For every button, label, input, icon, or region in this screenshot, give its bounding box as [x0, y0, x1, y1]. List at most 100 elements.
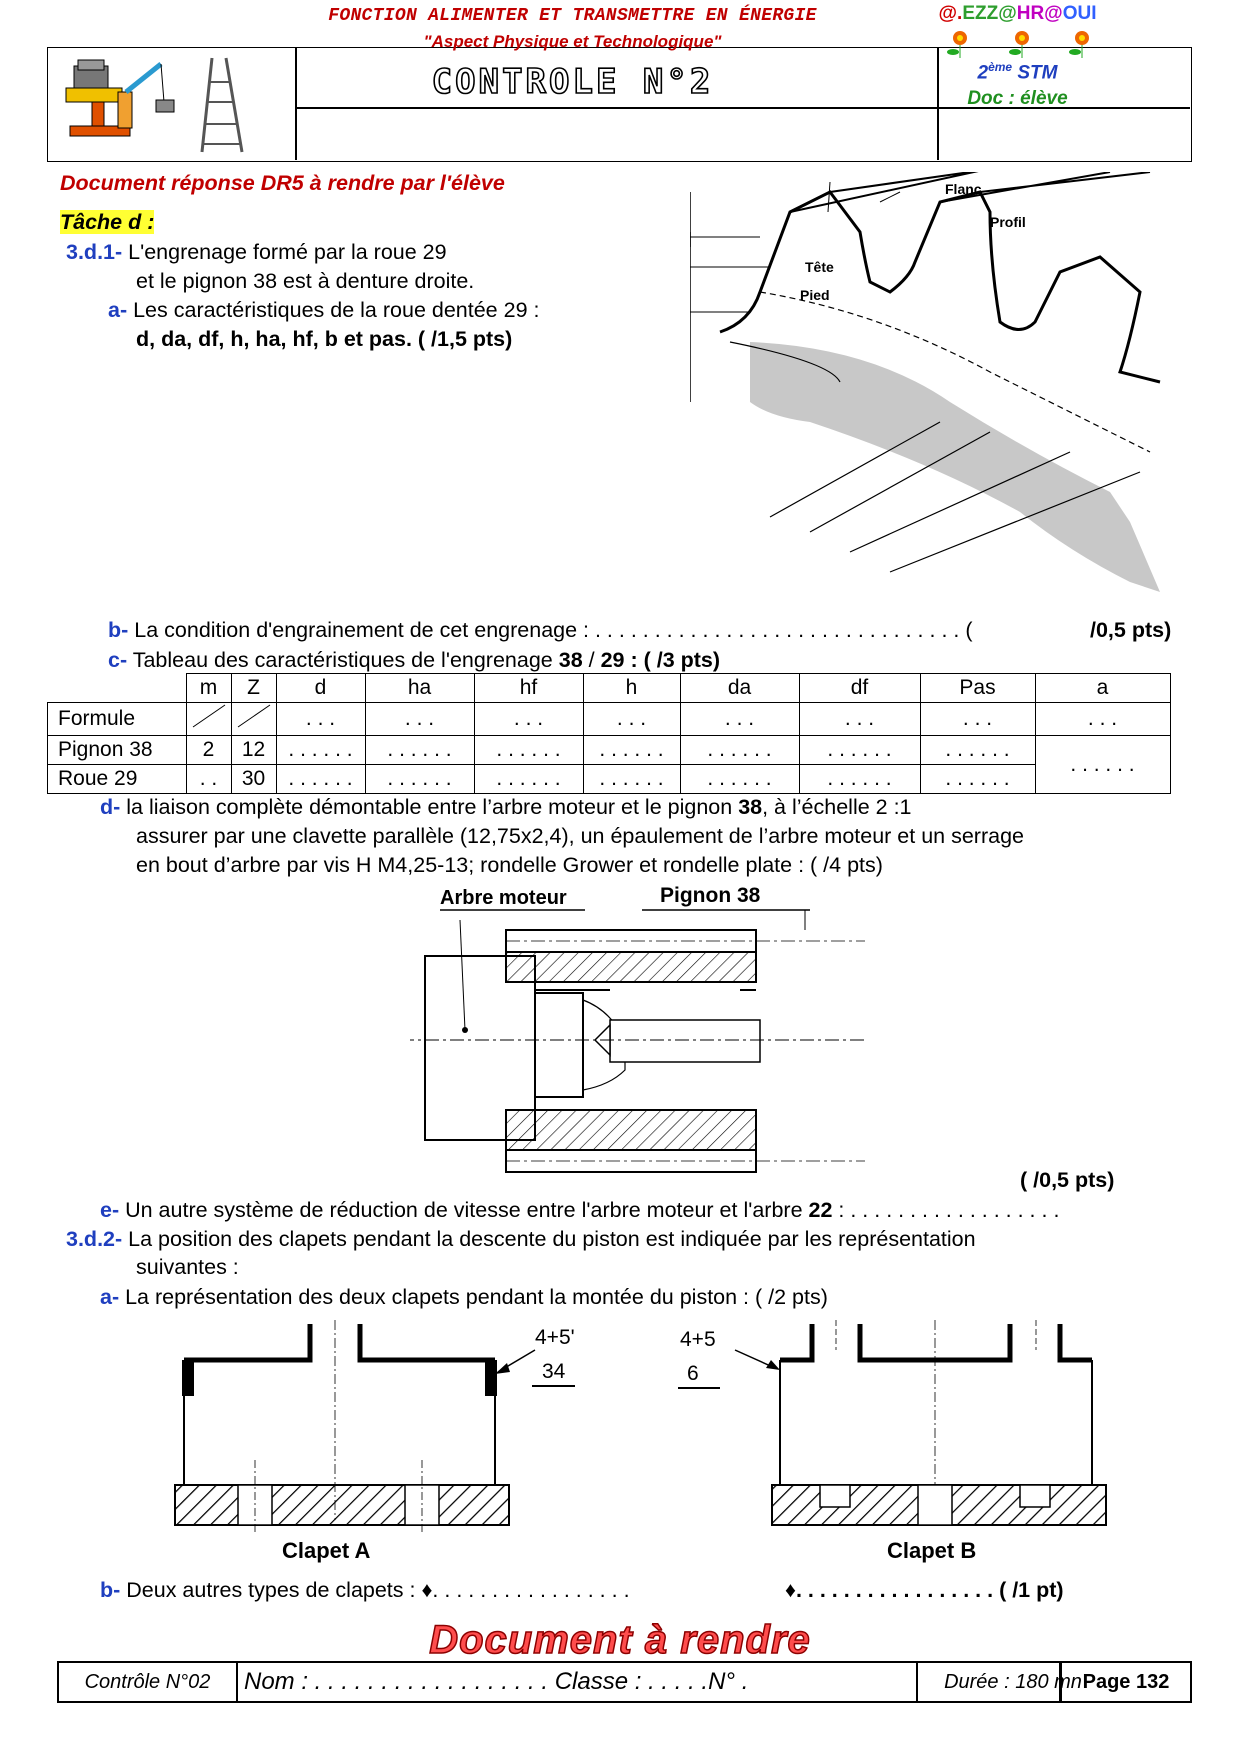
q3d1-text: L'engrenage formé par la roue 29: [122, 240, 447, 264]
table-row: Pignon 38 2 12 . . . . . . . . . . . . .…: [47, 735, 1171, 794]
footer-divider: [236, 1663, 238, 1701]
table-cell: 2: [185, 735, 232, 765]
table-header: Pas: [919, 673, 1036, 703]
q-d-bold: 38: [738, 795, 763, 819]
clapet-b: [734, 1320, 1107, 1526]
footer-name-field[interactable]: Nom : . . . . . . . . . . . . . . . . . …: [244, 1668, 749, 1695]
task-label: Tâche d :: [60, 210, 155, 234]
q-c-num: c-: [108, 648, 128, 672]
table-cell-center-distance[interactable]: . . . . . .: [1034, 735, 1171, 794]
q-d-num: d-: [100, 795, 121, 819]
table-cell[interactable]: . . .: [275, 702, 366, 736]
table-cell[interactable]: . . . . . .: [473, 764, 584, 794]
table-cell[interactable]: . . . . . .: [275, 735, 366, 765]
q-a2-line: a- La représentation des deux clapets pe…: [100, 1284, 828, 1310]
q-e-line: e- Un autre système de réduction de vite…: [100, 1197, 1059, 1223]
author-part: @.: [938, 3, 963, 24]
table-cell[interactable]: . . . . . .: [919, 735, 1036, 765]
q-b-line: b- La condition d'engrainement de cet en…: [108, 617, 973, 643]
flower-icons: [947, 31, 1089, 58]
gear-label-profil: Profil: [990, 214, 1026, 230]
q-b2-line2: ♦. . . . . . . . . . . . . . . . . ( /1 …: [785, 1578, 1064, 1602]
label-arbre-moteur: Arbre moteur: [440, 887, 567, 909]
table-cell[interactable]: . . .: [798, 702, 921, 736]
table-cell: 12: [230, 735, 277, 765]
q-d-line2: assurer par une clavette parallèle (12,7…: [136, 824, 1024, 848]
q-e-num: e-: [100, 1198, 120, 1222]
doc-title: Document réponse DR5 à rendre par l'élèv…: [60, 171, 505, 195]
table-cell: 30: [230, 764, 277, 794]
q-b-pts: /0,5 pts): [1090, 618, 1172, 642]
q3d1-num: 3.d.1-: [66, 240, 123, 264]
q-a-line2: d, da, df, h, ha, hf, b et pas. ( /1,5 p…: [136, 327, 513, 351]
table-cell[interactable]: . .: [185, 764, 232, 794]
header-box: [47, 47, 1192, 162]
q-d-text: , à l’échelle 2 :1: [762, 795, 912, 819]
table-cell[interactable]: . . . . . .: [473, 735, 584, 765]
table-cell[interactable]: . . .: [679, 702, 800, 736]
header-divider: [937, 48, 939, 160]
q-c-line: c- Tableau des caractéristiques de l'eng…: [108, 647, 720, 673]
clapet-a: [174, 1320, 536, 1535]
author-name: @.EZZ@HR@OUI: [895, 3, 1140, 25]
table-cell[interactable]: . . . . . .: [275, 764, 366, 794]
table-header: Z: [230, 673, 277, 703]
table-header-row: m Z d ha hf h da df Pas a: [47, 673, 1171, 703]
label-pignon-38: Pignon 38: [660, 884, 761, 907]
table-header: da: [679, 673, 800, 703]
table-cell[interactable]: . . . . . .: [582, 764, 681, 794]
table-cell[interactable]: . . .: [919, 702, 1036, 736]
header-logo: [65, 57, 244, 153]
valves-drawing: 4+5' 34 Clapet A 4+5 6 Clapet B: [174, 1320, 1107, 1563]
level-label: 2ème STM: [895, 60, 1140, 84]
function-title: FONCTION ALIMENTER ET TRANSMETTRE EN ÉNE…: [328, 6, 817, 26]
table-header: a: [1034, 673, 1171, 703]
table-cell[interactable]: . . .: [473, 702, 584, 736]
table-cell[interactable]: . . . . . .: [798, 764, 921, 794]
level-text: STM: [1012, 62, 1058, 84]
control-title: CONTROLE N°2: [431, 61, 714, 103]
q3d2-line1: 3.d.2- La position des clapets pendant l…: [66, 1226, 976, 1252]
table-cell[interactable]: . . . . . .: [679, 735, 800, 765]
table-cell[interactable]: . . . . . .: [798, 735, 921, 765]
author-part: HR@: [1016, 3, 1063, 24]
q-a-text: Les caractéristiques de la roue dentée 2…: [127, 298, 540, 322]
doc-eleve-label: Doc : élève: [967, 88, 1068, 109]
clapet-b-label: Clapet B: [887, 1538, 976, 1563]
q-b-text: La condition d'engrainement de cet engre…: [128, 618, 973, 642]
header-divider: [295, 48, 297, 160]
q3d2-line2: suivantes :: [136, 1255, 239, 1279]
table-cell[interactable]: . . . . . .: [364, 764, 475, 794]
table-cell-slash: [230, 702, 277, 736]
table-cell[interactable]: . . . . . .: [364, 735, 475, 765]
gear-label-flanc: Flanc: [945, 181, 982, 197]
gear-label-pied: Pied: [800, 287, 830, 303]
q-b2-line: b- Deux autres types de clapets : ♦. . .…: [100, 1577, 630, 1603]
table-header: hf: [473, 673, 584, 703]
table-cell-slash: [185, 702, 232, 736]
q-d-line3: en bout d’arbre par vis H M4,25-13; rond…: [136, 853, 883, 877]
table-cell[interactable]: . . .: [1034, 702, 1171, 736]
table-cell[interactable]: . . . . . .: [679, 764, 800, 794]
table-header: m: [185, 673, 232, 703]
shaft-assembly-drawing: Arbre moteur Pignon 38: [410, 884, 865, 1173]
gear-label-tete: Tête: [805, 259, 834, 275]
q-e-text: Un autre système de réduction de vitesse…: [119, 1198, 809, 1222]
q3d2-num: 3.d.2-: [66, 1227, 123, 1251]
footer-divider: [916, 1663, 918, 1701]
table-cell[interactable]: . . .: [364, 702, 475, 736]
table-cell[interactable]: . . . . . .: [582, 735, 681, 765]
row-label: Pignon 38: [47, 735, 187, 765]
q3d1-line1: 3.d.1- L'engrenage formé par la roue 29: [66, 239, 447, 265]
table-cell[interactable]: . . .: [582, 702, 681, 736]
table-header: df: [798, 673, 921, 703]
table-corner: [47, 673, 186, 703]
row-label: Roue 29: [47, 764, 187, 794]
table-cell[interactable]: . . . . . .: [919, 764, 1036, 794]
author-part: OUI: [1062, 3, 1097, 24]
clapet-a-tag-bottom: 34: [542, 1360, 566, 1383]
q-b2-text: Deux autres types de clapets : ♦. . . . …: [120, 1578, 630, 1602]
clapet-a-label: Clapet A: [282, 1538, 371, 1563]
footer-page: Page 132: [1082, 1671, 1170, 1693]
q-a-line1: a- Les caractéristiques de la roue denté…: [108, 297, 539, 323]
